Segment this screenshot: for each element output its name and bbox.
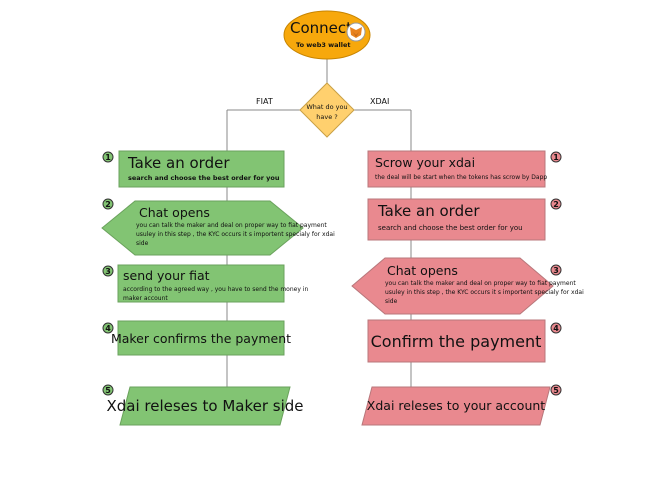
step-title: Scrow your xdai — [375, 155, 475, 170]
connect-subtitle: To web3 wallet — [296, 41, 351, 49]
fiat-step-4[interactable]: Maker confirms the payment — [111, 320, 291, 356]
step-desc: side — [385, 298, 398, 305]
fiat-step-numbers: 1 2 3 4 5 — [102, 151, 114, 396]
step-title: Chat opens — [139, 205, 210, 220]
step-title: send your fiat — [123, 268, 210, 283]
svg-text:3: 3 — [553, 266, 559, 275]
xdai-step-3[interactable]: Chat opens you can talk the maker and de… — [351, 257, 584, 315]
step-number-badge: 5 — [550, 384, 562, 396]
xdai-step-4[interactable]: Confirm the payment — [367, 319, 546, 363]
step-desc: you can talk the maker and deal on prope… — [385, 280, 576, 287]
step-number-badge: 4 — [550, 322, 562, 334]
decision-node: What do you have ? FIAT XDAI — [256, 82, 389, 138]
step-desc: search and choose the best order for you — [128, 174, 280, 182]
svg-text:3: 3 — [105, 267, 111, 276]
step-title: Take an order — [127, 154, 230, 172]
step-desc: search and choose the best order for you — [378, 224, 523, 232]
step-title: Xdai releses to Maker side — [106, 397, 303, 415]
step-number-badge: 5 — [102, 384, 114, 396]
connect-title: Connect — [290, 19, 352, 37]
svg-text:1: 1 — [553, 153, 559, 162]
step-desc: you can talk the maker and deal on prope… — [136, 222, 327, 229]
xdai-step-5[interactable]: Xdai releses to your account — [361, 386, 551, 426]
step-title: Confirm the payment — [371, 332, 542, 351]
step-desc: usuley in this step , the KYC occurs it … — [385, 289, 584, 296]
fiat-step-3[interactable]: send your fiat according to the agreed w… — [117, 264, 308, 303]
step-title: Chat opens — [387, 263, 458, 278]
svg-text:5: 5 — [105, 386, 111, 395]
svg-text:4: 4 — [105, 324, 111, 333]
connect-node[interactable]: Connect To web3 wallet — [283, 10, 371, 60]
step-number-badge: 3 — [102, 265, 114, 277]
fiat-step-2[interactable]: Chat opens you can talk the maker and de… — [101, 200, 335, 256]
decision-line2: have ? — [316, 113, 337, 121]
step-number-badge: 2 — [102, 198, 114, 210]
fiat-label: FIAT — [256, 97, 273, 106]
svg-text:1: 1 — [105, 153, 111, 162]
step-number-badge: 1 — [550, 151, 562, 163]
step-number-badge: 3 — [550, 264, 562, 276]
svg-text:2: 2 — [553, 200, 559, 209]
step-number-badge: 1 — [102, 151, 114, 163]
step-title: Xdai releses to your account — [367, 398, 546, 413]
step-title: Take an order — [377, 202, 480, 220]
fiat-step-1[interactable]: Take an order search and choose the best… — [118, 150, 285, 188]
step-desc: maker account — [123, 295, 168, 302]
step-desc: usuley in this step , the KYC occurs it … — [136, 231, 335, 238]
xdai-step-numbers: 1 2 3 4 5 — [550, 151, 562, 396]
step-number-badge: 2 — [550, 198, 562, 210]
fiat-step-5[interactable]: Xdai releses to Maker side — [106, 386, 304, 426]
svg-text:4: 4 — [553, 324, 559, 333]
svg-text:2: 2 — [105, 200, 111, 209]
xdai-label: XDAI — [370, 97, 389, 106]
decision-line1: What do you — [306, 103, 347, 111]
step-desc: side — [136, 240, 149, 247]
xdai-step-2[interactable]: Take an order search and choose the best… — [367, 198, 546, 241]
svg-text:5: 5 — [553, 386, 559, 395]
xdai-step-1[interactable]: Scrow your xdai the deal will be start w… — [367, 150, 547, 188]
step-title: Maker confirms the payment — [111, 331, 291, 346]
step-desc: according to the agreed way , you have t… — [123, 286, 308, 293]
step-number-badge: 4 — [102, 322, 114, 334]
metamask-fox-icon — [346, 22, 366, 42]
step-desc: the deal will be start when the tokens h… — [375, 174, 547, 181]
